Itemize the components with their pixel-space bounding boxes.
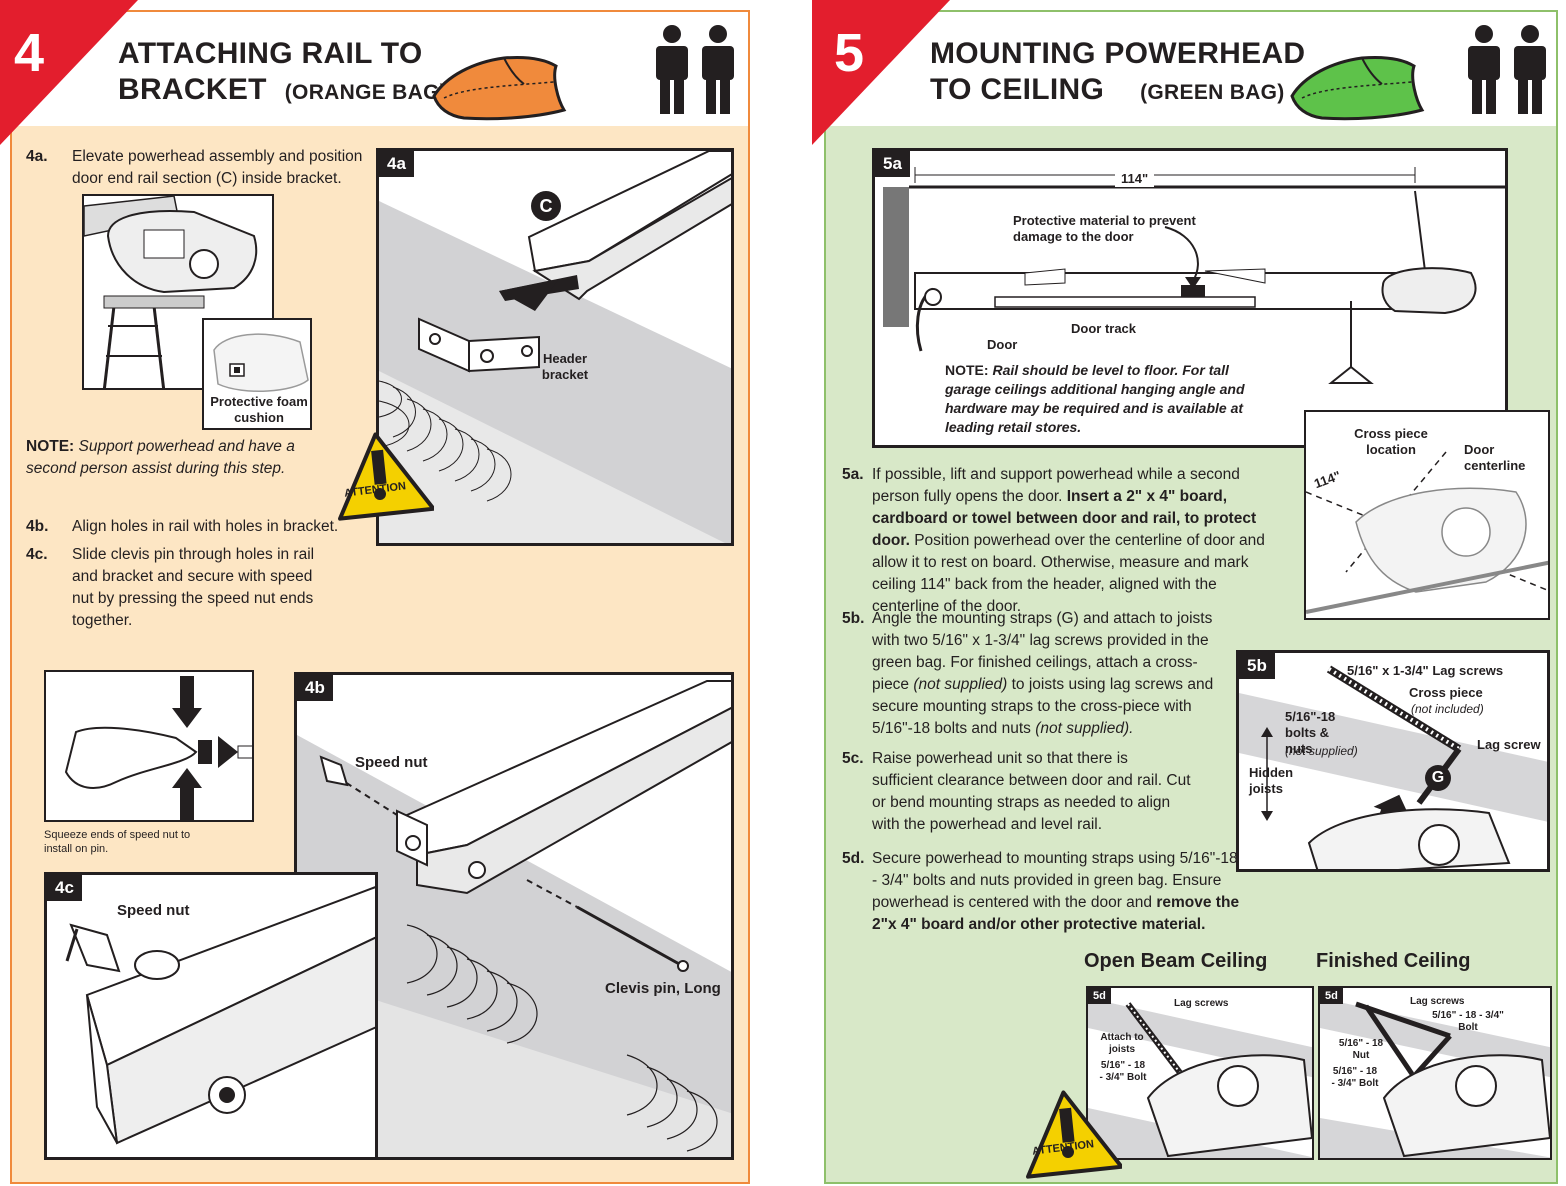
figure-5b-tag: 5b — [1239, 653, 1275, 679]
bolts-nuts-label: 5/16"-18 bolts & nuts — [1285, 709, 1336, 756]
step4-number: 4 — [14, 23, 45, 83]
attach-joists-label: Attach to joists — [1100, 1032, 1144, 1055]
cross-piece-inset: Cross piece location Door centerline 114… — [1304, 410, 1550, 620]
figure-4c-tag: 4c — [47, 875, 82, 901]
dimension-114-label: 114" — [1115, 171, 1155, 187]
foam-cushion-inset: Protective foam cushion — [202, 318, 312, 430]
step5-header — [826, 12, 1556, 126]
figure-5a-tag: 5a — [875, 151, 910, 177]
figure-4b-tag: 4b — [297, 675, 333, 701]
speed-nut-label-4c: Speed nut — [117, 902, 190, 919]
figure-5d-right-tag: 5d — [1320, 988, 1343, 1004]
callout-c: C — [531, 191, 561, 221]
figure-5d-open-beam: 5d Lag screws Attach to joists 5/16" - 1… — [1086, 986, 1314, 1160]
door-centerline-label: Door centerline — [1464, 442, 1526, 473]
attention-sign-icon-5 — [1026, 1090, 1122, 1179]
cross-piece-location-label: Cross piece location — [1354, 426, 1428, 457]
lag-screws-label: 5/16" x 1-3/4" Lag screws — [1347, 663, 1504, 678]
finished-ceiling-heading: Finished Ceiling — [1316, 950, 1471, 972]
protective-material-label: Protective material to prevent damage to… — [1013, 213, 1196, 244]
bolt-5d-left: 5/16" - 18 - 3/4" Bolt — [1099, 1060, 1147, 1083]
speed-nut-label-4b: Speed nut — [355, 754, 428, 771]
step4-bag-label: (ORANGE BAG) — [284, 81, 448, 104]
figure-4a-tag: 4a — [379, 151, 414, 177]
clevis-pin-label: Clevis pin, Long — [605, 980, 721, 997]
nut-5d-right: 5/16" - 18 Nut — [1338, 1038, 1384, 1061]
two-person-icon — [656, 25, 734, 114]
not-supplied-label: (not supplied) — [1285, 744, 1358, 758]
door-track-label: Door track — [1071, 321, 1137, 336]
step4-header — [12, 12, 748, 126]
step5-corner-badge — [812, 0, 950, 145]
step4-title: ATTACHING RAIL TO BRACKET(ORANGE BAG) — [118, 37, 448, 106]
step5-title: MOUNTING POWERHEAD TO CEILING(GREEN BAG) — [930, 37, 1306, 106]
not-included-label: (not included) — [1411, 702, 1484, 716]
figure-4a: 4a C Header bracket — [376, 148, 734, 546]
door-label: Door — [987, 337, 1018, 352]
figure-5d-left-tag: 5d — [1088, 988, 1111, 1004]
fig5a-note: NOTE: Rail should be level to floor. For… — [945, 362, 1245, 435]
foam-cushion-label: Protective foam cushion — [210, 394, 308, 425]
orange-bag-icon — [432, 56, 567, 121]
two-person-icon-5 — [1468, 25, 1546, 114]
step4-note: NOTE: Support powerhead and have a secon… — [26, 438, 295, 477]
callout-g: G — [1425, 765, 1451, 791]
attention-sign-icon — [338, 432, 434, 521]
step5-bag-label: (GREEN BAG) — [1140, 81, 1285, 104]
green-bag-icon — [1290, 56, 1425, 121]
figure-5b: 5b 5/16" x 1-3/4" Lag screws Cross piece… — [1236, 650, 1550, 872]
bolt-top-5d-right: 5/16" - 18 - 3/4" Bolt — [1432, 1010, 1504, 1033]
bolt-5d-right: 5/16" - 18 - 3/4" Bolt — [1331, 1066, 1379, 1089]
figure-5d-finished: 5d Lag screws 5/16" - 18 - 3/4" Bolt 5/1… — [1318, 986, 1552, 1160]
figure-5a: 5a 114" Protective material to prevent d… — [872, 148, 1508, 448]
lag-screws-5d-left: Lag screws — [1174, 998, 1229, 1009]
step5-number: 5 — [834, 23, 865, 83]
hidden-joists-label: Hidden joists — [1249, 765, 1294, 796]
open-beam-heading: Open Beam Ceiling — [1084, 950, 1268, 972]
lag-screw-label: Lag screw — [1477, 737, 1541, 752]
step4-corner-badge — [0, 0, 138, 145]
cross-piece-label: Cross piece — [1409, 685, 1483, 700]
header-bracket-label: Header bracket — [541, 351, 589, 382]
lag-screws-5d-right: Lag screws — [1410, 996, 1465, 1007]
squeeze-speed-nut-image — [44, 670, 254, 822]
figure-4c: 4c Speed nut — [44, 872, 378, 1160]
squeeze-caption: Squeeze ends of speed nut to install on … — [44, 829, 191, 855]
